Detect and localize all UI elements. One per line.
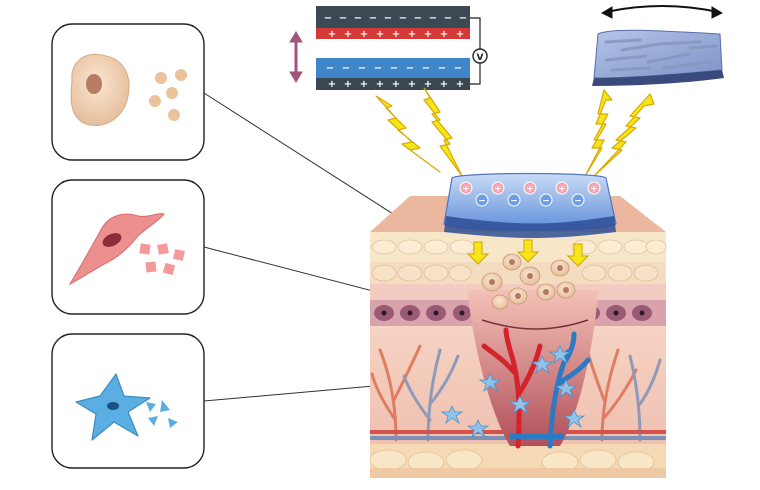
callout-endothelial-cell [51,333,205,469]
charge-sign: − [422,63,430,74]
charge-sign: − [374,63,382,74]
lightning-bolt-icon [375,95,441,173]
arrow-down-icon [466,241,490,265]
charge-sign: + [360,79,368,90]
charge-sign: + [440,29,448,40]
charge-sign: − [444,13,452,24]
positive-charge-icon: + [555,181,569,195]
negative-charge-icon: − [475,193,489,207]
charge-sign: − [324,13,332,24]
charge-sign: − [358,63,366,74]
lightning-bolt-icon [593,93,655,177]
charge-sign: + [328,79,336,90]
charge-sign: − [342,63,350,74]
charge-sign: + [360,29,368,40]
fibroblast-icon [68,213,185,286]
triboelectric-generator: −−−−−−−−−− +++++++++ −−−−−−−−− +++++++++… [289,6,488,90]
charge-sign: − [429,13,437,24]
arrow-down-icon [516,239,540,263]
charge-sign: + [344,79,352,90]
charge-sign: − [438,63,446,74]
charge-sign: − [459,13,467,24]
charge-sign: − [384,13,392,24]
svg-text:+: + [462,185,470,195]
positive-charge-icon: + [459,181,473,195]
wound-area [440,253,598,449]
charge-sign: + [424,79,432,90]
svg-text:−: − [542,197,550,207]
svg-text:+: + [590,185,598,195]
charge-sign: + [456,29,464,40]
charge-sign: + [344,29,352,40]
svg-text:+: + [526,185,534,195]
charge-sign: + [328,29,336,40]
star-cells-in-wound [440,345,586,439]
double-arrow-horizontal-icon [600,5,724,19]
negative-charge-icon: − [539,193,553,207]
textile-generator [592,5,724,86]
charge-sign: − [369,13,377,24]
svg-text:−: − [510,197,518,207]
positive-charge-icon: + [523,181,537,195]
lightning-bolt-icon [423,87,463,177]
charge-sign: − [399,13,407,24]
svg-text:+: + [494,185,502,195]
svg-text:−: − [478,197,486,207]
positive-charge-icon: + [587,181,601,195]
charge-sign: + [392,29,400,40]
charge-sign: − [339,13,347,24]
lightning-bolt-icon [583,89,613,179]
charge-sign: + [408,29,416,40]
keratinocyte-icon [70,53,187,126]
double-arrow-vertical-icon [289,31,303,83]
charge-sign: − [454,63,462,74]
charge-sign: + [376,29,384,40]
positive-charge-icon: + [491,181,505,195]
svg-text:−: − [574,197,582,207]
arrow-down-icon [566,243,590,267]
charge-sign: + [440,79,448,90]
charge-sign: − [354,13,362,24]
charge-sign: − [390,63,398,74]
svg-text:+: + [558,185,566,195]
charge-sign: + [392,79,400,90]
callout-keratinocyte [51,23,205,161]
lightning-bolt-icons [375,87,655,179]
negative-charge-icon: − [571,193,585,207]
charge-sign: − [406,63,414,74]
charge-sign: − [414,13,422,24]
electret-dressing-patch: +−+−+−+−+ [443,172,617,238]
stimulus-arrows [466,239,590,267]
star-cell-icon [75,373,178,441]
charge-sign: + [424,29,432,40]
voltmeter-symbol: V [477,53,484,63]
callout-fibroblast [51,179,205,315]
voltmeter-icon [472,48,488,64]
charge-sign: + [376,79,384,90]
negative-charge-icon: − [507,193,521,207]
charge-sign: + [408,79,416,90]
charge-sign: − [326,63,334,74]
charge-sign: + [456,79,464,90]
